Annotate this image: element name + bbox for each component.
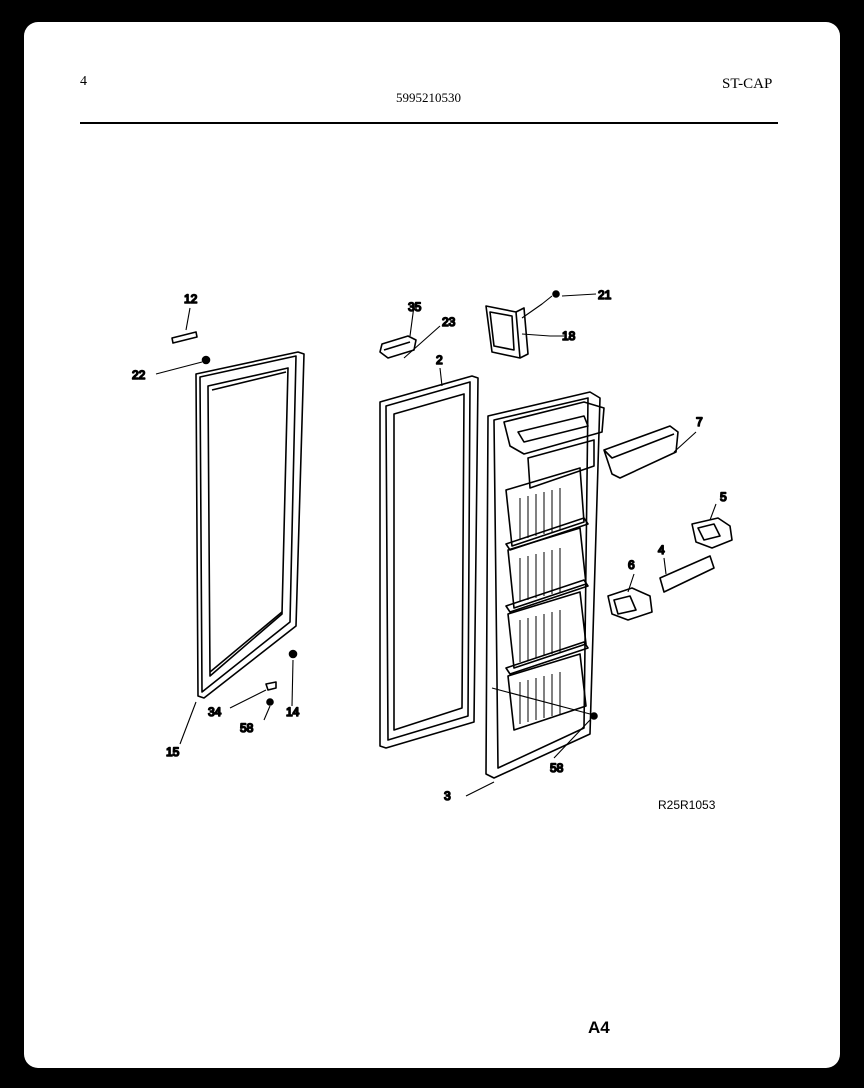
part-5-bracket — [691, 517, 733, 549]
callout-5: 5 — [720, 490, 727, 504]
callout-22: 22 — [132, 368, 146, 382]
section-code: ST-CAP — [722, 76, 773, 92]
part-7-shelf — [603, 425, 679, 479]
part-58-screw-right — [590, 712, 598, 720]
part-34-hinge-pin — [265, 681, 277, 691]
part-15-door-frame — [195, 351, 305, 699]
part-4-shelf-bar — [659, 555, 715, 593]
callout-35: 35 — [408, 300, 422, 314]
part-21-screw — [552, 290, 560, 298]
callout-6: 6 — [628, 558, 635, 572]
callout-18: 18 — [562, 329, 576, 343]
callout-4: 4 — [658, 543, 665, 557]
callout-12: 12 — [184, 292, 198, 306]
callout-58-left: 58 — [240, 721, 254, 735]
document-number: 5995210530 — [396, 90, 461, 105]
exploded-parts-diagram: 12 22 15 34 58 14 35 23 2 21 18 7 5 4 6 … — [131, 287, 733, 804]
part-3-door-liner — [485, 391, 605, 779]
diagram-sheet: 4 5995210530 ST-CAP — [24, 22, 840, 1068]
part-22-screw — [201, 355, 211, 365]
part-14-bushing — [288, 649, 298, 659]
callout-15: 15 — [166, 745, 180, 759]
callout-23: 23 — [442, 315, 456, 329]
part-6-bracket — [607, 587, 653, 621]
part-18-hinge — [485, 305, 529, 359]
header-rule — [80, 122, 778, 124]
part-58-screw-left — [266, 698, 274, 706]
callout-58-right: 58 — [550, 761, 564, 775]
page-label: A4 — [588, 1018, 610, 1037]
page-number: 4 — [80, 74, 87, 89]
callout-14: 14 — [286, 705, 300, 719]
callout-34: 34 — [208, 705, 222, 719]
part-2-gasket — [379, 375, 479, 749]
part-35-cam — [379, 335, 417, 359]
callout-2: 2 — [436, 353, 443, 367]
leader-lines — [155, 293, 717, 797]
part-12-trim — [171, 331, 198, 344]
callout-7: 7 — [696, 415, 703, 429]
diagram-reference-code: R25R1053 — [658, 798, 716, 812]
callout-3: 3 — [444, 789, 451, 803]
callout-21: 21 — [598, 288, 612, 302]
